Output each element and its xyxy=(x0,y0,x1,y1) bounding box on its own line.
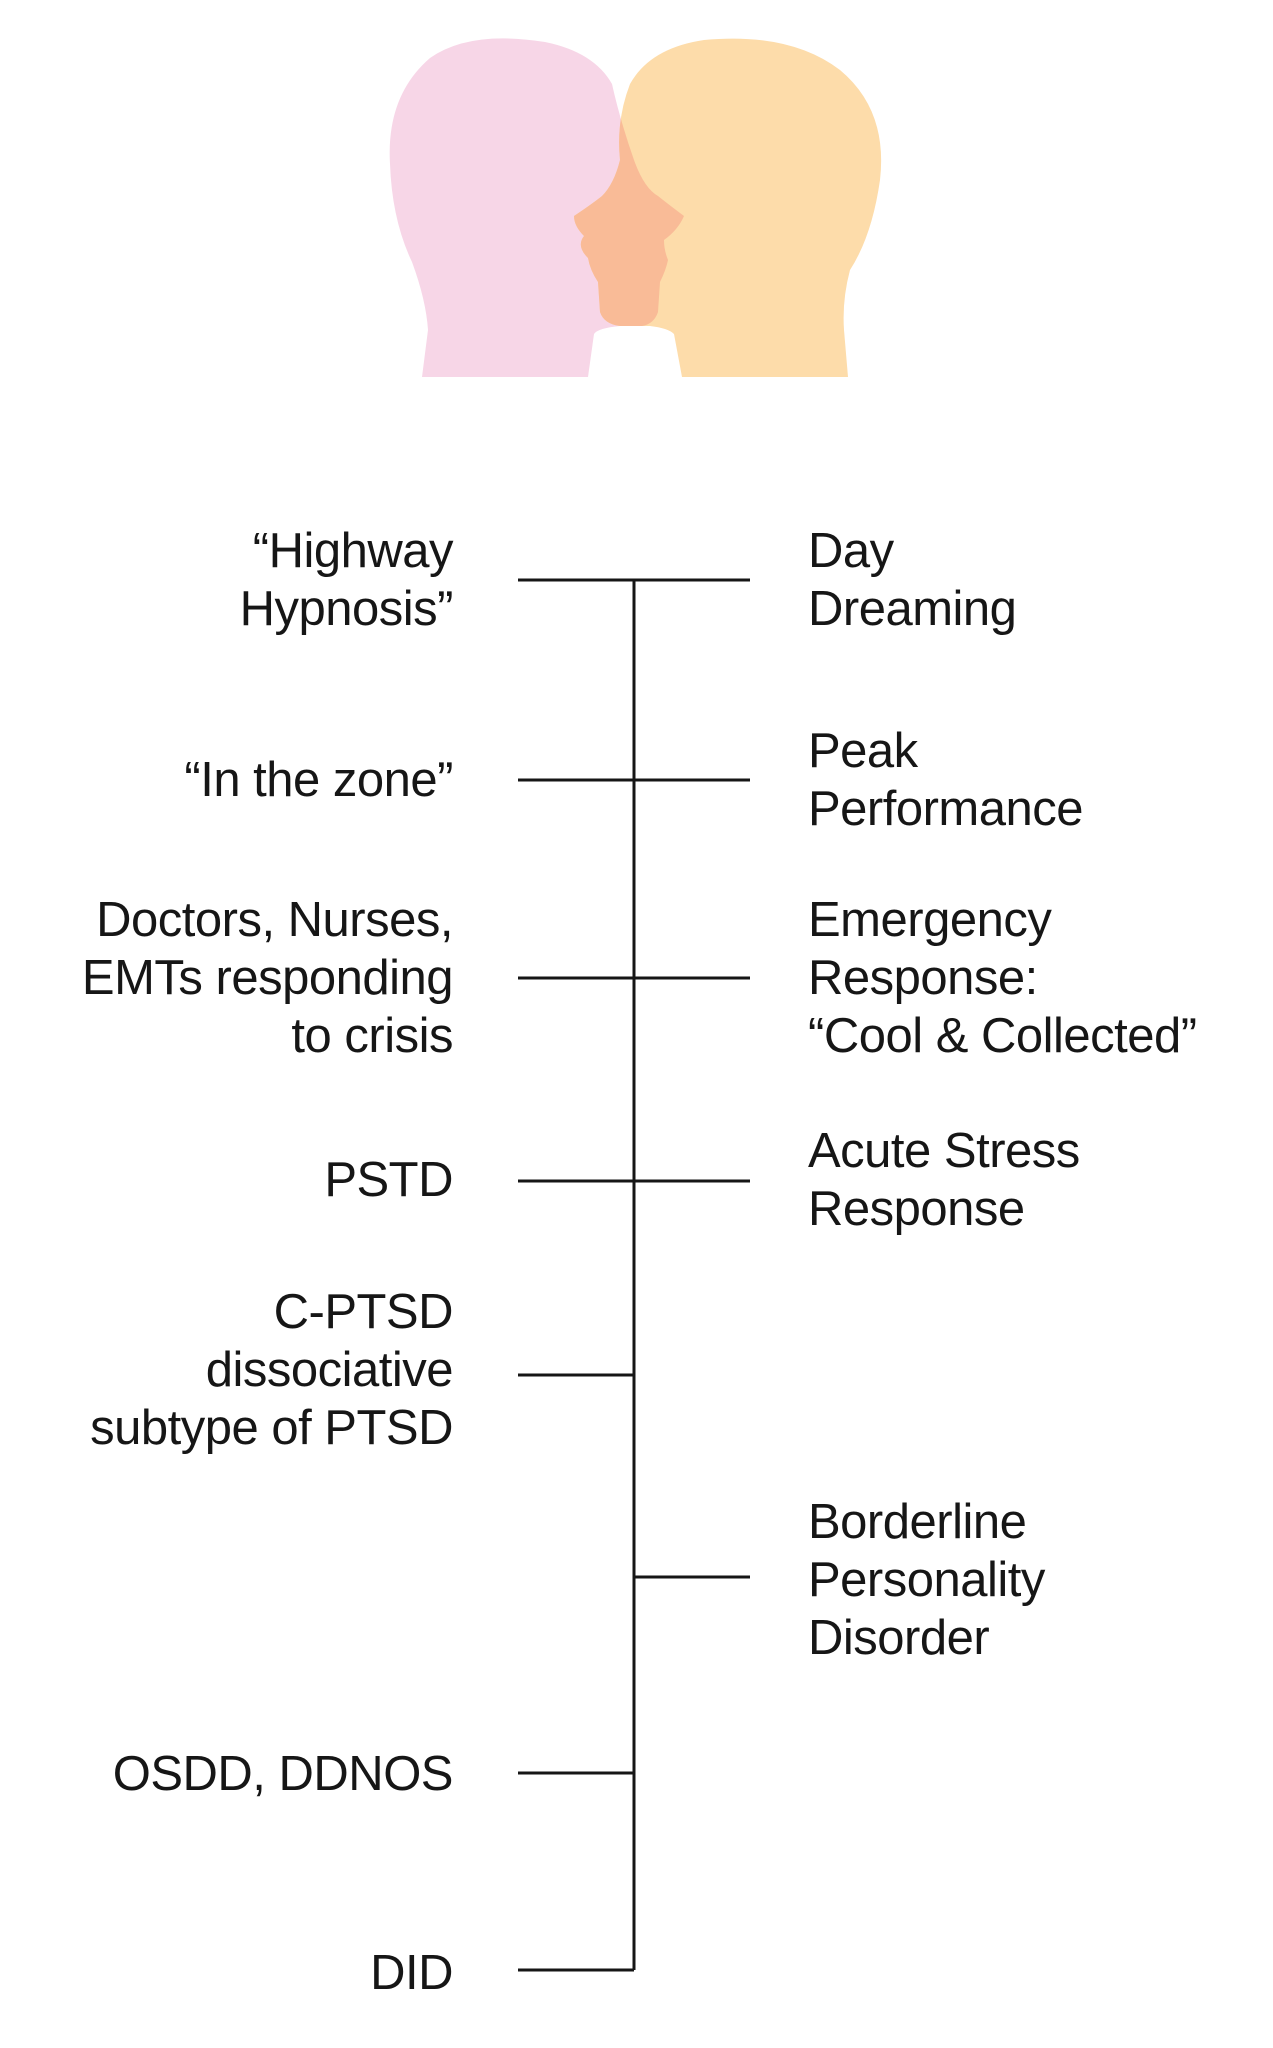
right-label-emergency-response: Emergency Response: “Cool & Collected” xyxy=(808,893,1197,1063)
left-label-pstd: PSTD xyxy=(324,1153,453,1207)
left-label-medical-responders: Doctors, Nurses, EMTs responding to cris… xyxy=(81,893,454,1063)
right-label-day-dreaming: Day Dreaming xyxy=(808,524,1017,636)
right-label-borderline: Borderline Personality Disorder xyxy=(808,1495,1045,1665)
right-label-acute-stress: Acute Stress Response xyxy=(808,1124,1080,1236)
right-label-peak-performance: Peak Performance xyxy=(808,724,1084,836)
left-label-in-the-zone: “In the zone” xyxy=(184,753,453,807)
left-label-highway-hypnosis: “Highway Hypnosis” xyxy=(239,524,454,636)
left-label-did: DID xyxy=(370,1946,453,2000)
left-label-osdd-ddnos: OSDD, DDNOS xyxy=(112,1747,454,1801)
left-label-cptsd: C-PTSD dissociative subtype of PTSD xyxy=(90,1285,453,1455)
